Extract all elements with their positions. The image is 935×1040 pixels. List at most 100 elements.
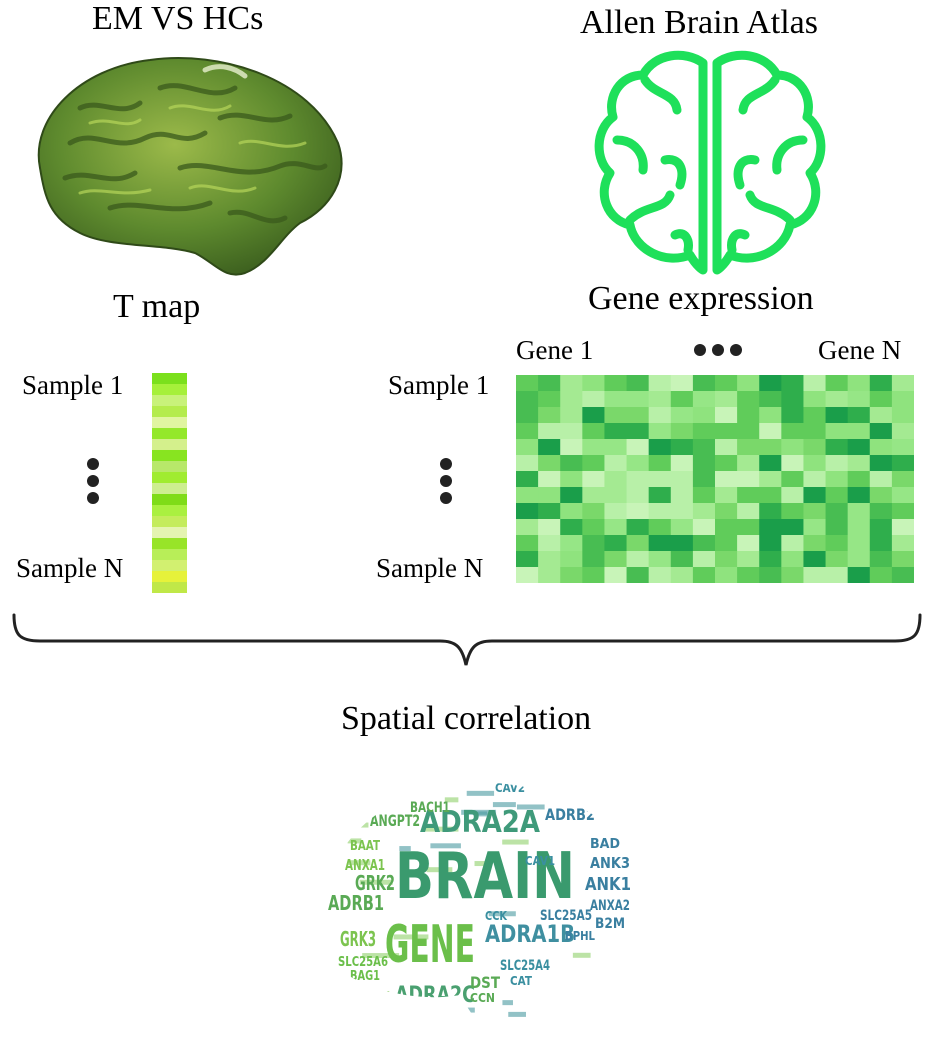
heatmap-cell <box>737 535 760 552</box>
heatmap-cell <box>692 503 716 520</box>
heatmap-cell <box>825 423 849 440</box>
right-sample-last-label: Sample N <box>376 553 484 583</box>
heatmap-cell <box>560 535 583 552</box>
heatmap-cell <box>891 503 914 520</box>
heatmap-cell <box>516 551 539 568</box>
gene-expression-label: Gene expression <box>588 280 814 317</box>
gene-word-cloud: BRAINGENEADRA2AADRA1BADRA2CADRB1ADRB2ANG… <box>328 783 639 1024</box>
heatmap-cell <box>869 551 893 568</box>
heatmap-cell <box>582 471 605 488</box>
heatmap-cell <box>626 567 650 583</box>
heatmap-cell <box>781 535 804 552</box>
heatmap-cell <box>847 375 871 392</box>
heatmap-cell <box>715 535 738 552</box>
heatmap-cell <box>560 391 583 408</box>
heatmap-cell <box>803 471 827 488</box>
heatmap-cell <box>648 407 672 424</box>
t-map-cell <box>152 560 187 572</box>
heatmap-cell <box>847 471 871 488</box>
heatmap-cell <box>759 407 782 424</box>
heatmap-cell <box>803 423 827 440</box>
word-cloud-word: ADRA2A <box>420 805 541 840</box>
heatmap-cell <box>670 455 694 472</box>
heatmap-cell <box>869 439 893 456</box>
heatmap-cell <box>891 567 914 583</box>
word-cloud-word: BRAIN <box>395 840 575 914</box>
heatmap-cell <box>891 375 914 392</box>
heatmap-cell <box>604 439 628 456</box>
heatmap-cell <box>560 519 583 536</box>
heatmap-cell <box>803 519 827 536</box>
heatmap-cell <box>538 407 561 424</box>
heatmap-cell <box>715 455 738 472</box>
heatmap-cell <box>648 567 672 583</box>
heatmap-cell <box>737 471 760 488</box>
heatmap-cell <box>825 503 849 520</box>
heatmap-cell <box>604 567 628 583</box>
heatmap-cell <box>737 567 760 583</box>
word-cloud-word: BAG1 <box>350 969 380 984</box>
heatmap-cell <box>604 471 628 488</box>
heatmap-cell <box>891 423 914 440</box>
heatmap-cell <box>670 567 694 583</box>
heatmap-cell <box>759 375 782 392</box>
heatmap-cell <box>626 471 650 488</box>
heatmap-cell <box>759 391 782 408</box>
heatmap-cell <box>538 455 561 472</box>
heatmap-cell <box>692 407 716 424</box>
heatmap-cell <box>516 439 539 456</box>
heatmap-cell <box>582 391 605 408</box>
heatmap-cell <box>759 423 782 440</box>
word-cloud-word: BAD <box>590 837 620 852</box>
heatmap-cell <box>604 455 628 472</box>
heatmap-cell <box>626 487 650 504</box>
heatmap-cell <box>692 375 716 392</box>
heatmap-cell <box>582 407 605 424</box>
heatmap-cell <box>516 519 539 536</box>
heatmap-cell <box>825 391 849 408</box>
heatmap-cell <box>803 455 827 472</box>
t-map-cell <box>152 417 187 429</box>
heatmap-cell <box>516 391 539 408</box>
heatmap-cell <box>847 503 871 520</box>
heatmap-cell <box>604 487 628 504</box>
heatmap-cell <box>737 391 760 408</box>
heatmap-cell <box>560 503 583 520</box>
gene-last-label: Gene N <box>818 335 902 365</box>
heatmap-cell <box>781 567 804 583</box>
heatmap-cell <box>869 391 893 408</box>
heatmap-cell <box>538 551 561 568</box>
heatmap-cell <box>670 503 694 520</box>
heatmap-cell <box>825 519 849 536</box>
word-cloud-word: BAAT <box>350 839 380 854</box>
t-map-cell <box>152 582 187 593</box>
t-map-bar <box>152 373 187 593</box>
heatmap-cell <box>759 439 782 456</box>
heatmap-cell <box>759 487 782 504</box>
heatmap-cell <box>582 439 605 456</box>
heatmap-cell <box>648 503 672 520</box>
heatmap-cell <box>670 471 694 488</box>
word-cloud-word: GRK2 <box>355 871 395 895</box>
t-map-cell <box>152 549 187 561</box>
heatmap-cell <box>781 487 804 504</box>
heatmap-cell <box>847 519 871 536</box>
heatmap-cell <box>604 503 628 520</box>
heatmap-cell <box>604 407 628 424</box>
t-map-cell <box>152 571 187 583</box>
cortical-surface-brain-image <box>37 57 343 276</box>
word-cloud-word: DST <box>470 973 500 992</box>
heatmap-cell <box>781 423 804 440</box>
heatmap-cell <box>692 551 716 568</box>
heatmap-cell <box>891 455 914 472</box>
heatmap-cell <box>648 375 672 392</box>
heatmap-cell <box>715 471 738 488</box>
word-cloud-word: CAT <box>510 974 533 988</box>
heatmap-cell <box>715 391 738 408</box>
heatmap-cell <box>715 551 738 568</box>
heatmap-cell <box>582 567 605 583</box>
heatmap-cell <box>847 407 871 424</box>
heatmap-cell <box>847 391 871 408</box>
heatmap-cell <box>692 487 716 504</box>
heatmap-cell <box>891 519 914 536</box>
